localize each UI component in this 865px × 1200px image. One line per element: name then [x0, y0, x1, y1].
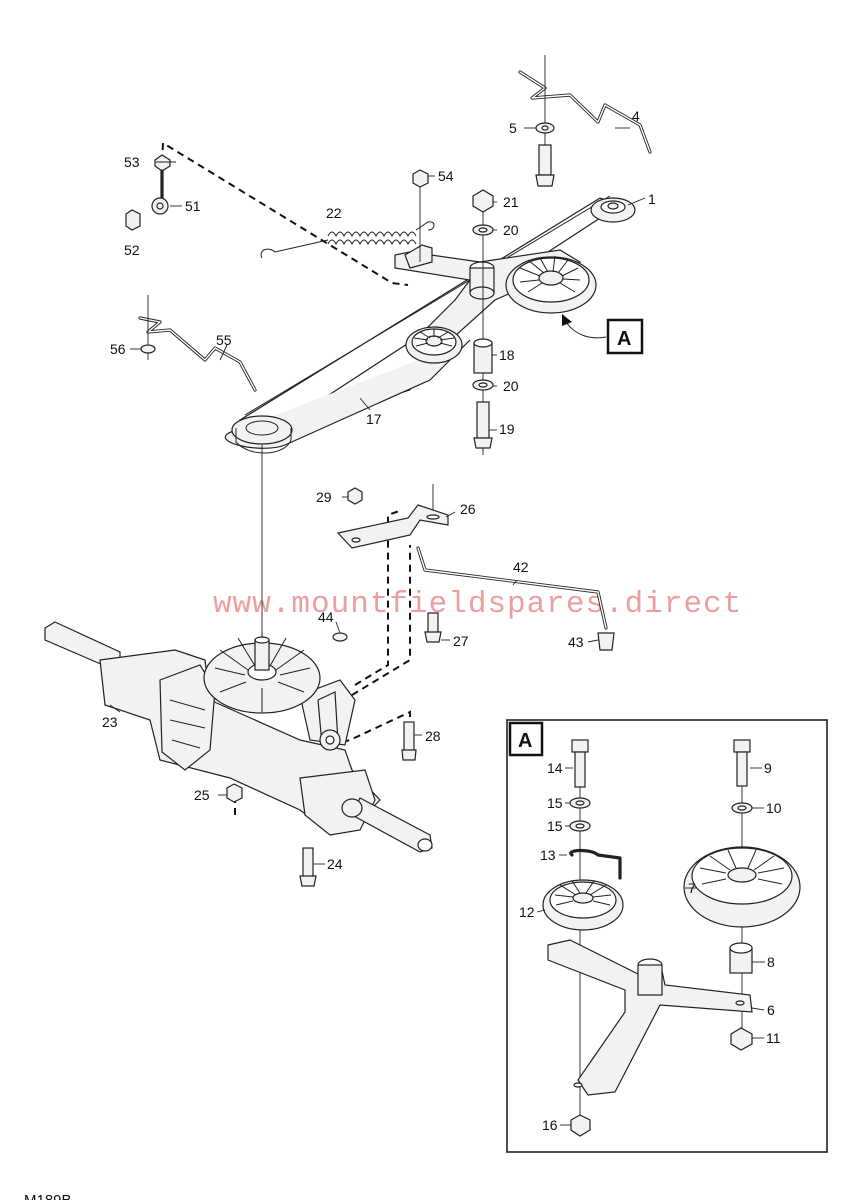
main-part-labels: 1 4 5 17 18 19 20 20 21 22 23 24 25 26 2… — [102, 108, 656, 872]
label-6: 6 — [767, 1002, 775, 1018]
label-24: 24 — [327, 856, 343, 872]
label-28: 28 — [425, 728, 441, 744]
label-5: 5 — [509, 120, 517, 136]
bracket-26 — [336, 504, 449, 549]
label-20-lower: 20 — [503, 378, 519, 394]
label-20-upper: 20 — [503, 222, 519, 238]
label-11: 11 — [766, 1030, 781, 1046]
inset-a: A — [506, 719, 828, 1153]
label-43: 43 — [568, 634, 584, 650]
rod-55 — [138, 316, 257, 392]
label-15-lower: 15 — [547, 818, 563, 834]
watermark-text: www.mountfieldspares.direct — [213, 587, 742, 622]
label-56: 56 — [110, 341, 126, 357]
label-55: 55 — [216, 332, 232, 348]
idler-arm-assembly — [394, 197, 636, 364]
callout-a-marker: A — [562, 314, 644, 355]
label-15-upper: 15 — [547, 795, 563, 811]
label-19: 19 — [499, 421, 515, 437]
label-44: 44 — [318, 609, 334, 625]
label-16: 16 — [542, 1117, 558, 1133]
drive-belt — [224, 195, 622, 454]
label-4: 4 — [632, 108, 640, 124]
transaxle — [44, 621, 433, 853]
label-29: 29 — [316, 489, 332, 505]
label-13: 13 — [540, 847, 556, 863]
tension-spring — [260, 221, 435, 259]
label-26: 26 — [460, 501, 476, 517]
label-10: 10 — [766, 800, 782, 816]
label-25: 25 — [194, 787, 210, 803]
diagram-code: M189B — [24, 1192, 72, 1200]
leader-lines — [109, 127, 646, 865]
label-51: 51 — [185, 198, 201, 214]
label-14: 14 — [547, 760, 563, 776]
assembly-axes — [147, 55, 546, 640]
label-23: 23 — [102, 714, 118, 730]
label-42: 42 — [513, 559, 529, 575]
rod-4 — [518, 70, 652, 154]
label-1: 1 — [648, 191, 656, 207]
label-8: 8 — [767, 954, 775, 970]
callout-a-letter: A — [617, 328, 631, 350]
label-12: 12 — [519, 904, 535, 920]
label-17: 17 — [366, 411, 382, 427]
label-54: 54 — [438, 168, 454, 184]
label-18: 18 — [499, 347, 515, 363]
small-hardware — [125, 122, 615, 887]
label-21: 21 — [503, 194, 519, 210]
label-7: 7 — [688, 880, 696, 896]
rod-42 — [416, 546, 608, 630]
label-27: 27 — [453, 633, 469, 649]
label-53: 53 — [124, 154, 140, 170]
label-9: 9 — [764, 760, 772, 776]
inset-a-letter: A — [518, 730, 532, 752]
label-52: 52 — [124, 242, 140, 258]
spring-bracket — [404, 244, 433, 269]
label-22: 22 — [326, 205, 342, 221]
